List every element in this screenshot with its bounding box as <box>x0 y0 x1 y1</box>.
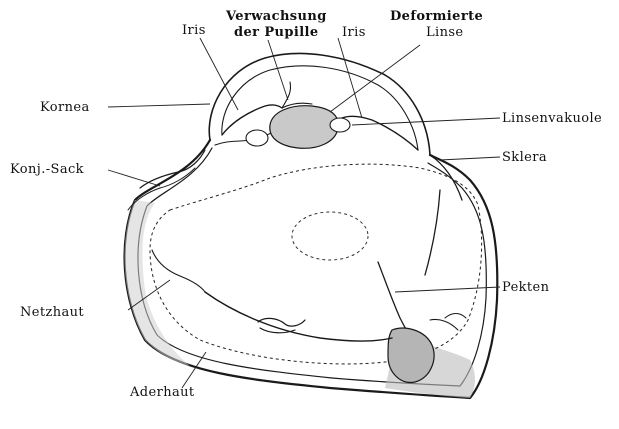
label-konj-sack: Konj.-Sack <box>10 162 84 177</box>
sclera-shading-left <box>125 200 190 366</box>
label-sklera: Sklera <box>502 150 547 165</box>
pecten-base <box>388 328 434 382</box>
leader-sklera <box>440 157 500 160</box>
leader-pekten <box>395 287 500 292</box>
label-iris-left: Iris <box>182 23 206 38</box>
retina-fold-bottom <box>258 318 305 332</box>
label-pekten: Pekten <box>502 280 550 295</box>
choroid-line <box>205 292 392 341</box>
retina-fold-left <box>152 250 205 292</box>
retina-dashed <box>150 164 482 364</box>
leader-iris-left <box>200 38 238 110</box>
label-verwachsung-line2: der Pupille <box>234 25 319 40</box>
label-aderhaut: Aderhaut <box>129 385 195 400</box>
lens-vacuole-right <box>330 118 350 132</box>
label-verwachsung-line1: Verwachsung <box>225 9 327 24</box>
labels: Iris Verwachsung der Pupille Iris Deform… <box>10 9 602 400</box>
leader-iris-right <box>338 38 362 118</box>
label-deformierte-line1: Deformierte <box>390 9 483 24</box>
lens-vacuole-left <box>246 130 268 146</box>
label-deformierte-line2: Linse <box>426 25 464 40</box>
iris-right <box>342 116 418 150</box>
label-linsenvakuole: Linsenvakuole <box>502 111 602 126</box>
label-netzhaut: Netzhaut <box>20 305 84 320</box>
pecten-vessel <box>430 314 466 331</box>
leader-konj-sack <box>108 170 160 186</box>
label-iris-right: Iris <box>342 25 366 40</box>
leader-kornea <box>108 104 210 107</box>
deformed-lens <box>270 106 338 149</box>
vitreous-oval <box>292 212 368 260</box>
label-kornea: Kornea <box>40 100 90 115</box>
